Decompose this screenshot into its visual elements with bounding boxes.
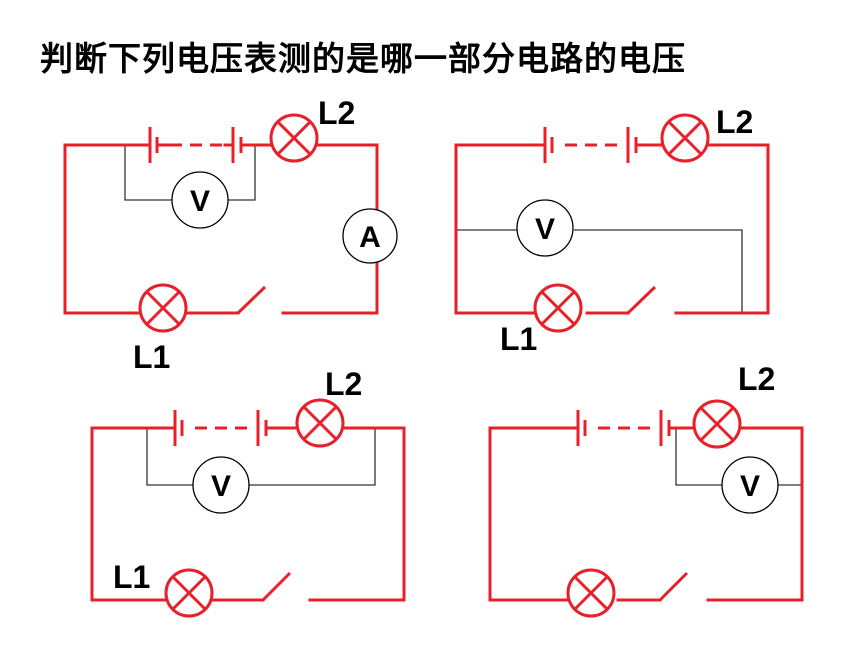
voltmeter: V <box>171 171 229 229</box>
voltmeter-label: V <box>190 185 210 218</box>
voltmeter-label: V <box>211 470 231 503</box>
lamp-l2-label: L2 <box>716 104 753 140</box>
switch <box>626 285 657 315</box>
lamp-l2 <box>660 113 710 163</box>
ammeter-label: A <box>359 221 381 254</box>
lamp-l2-label: L2 <box>325 366 362 402</box>
main-wire <box>488 426 804 602</box>
ammeter: A <box>342 208 398 264</box>
voltmeter-label: V <box>535 213 555 246</box>
main-wire <box>90 426 406 602</box>
lamp-l1-label: L1 <box>133 339 170 375</box>
lamp-l2 <box>692 399 742 449</box>
lamp-l2 <box>295 398 345 448</box>
battery <box>173 410 268 446</box>
switch <box>658 571 689 602</box>
voltmeter: V <box>721 456 779 514</box>
voltmeter-wire <box>124 145 256 201</box>
voltmeter-wire <box>456 229 743 313</box>
switch <box>261 571 292 602</box>
battery <box>576 410 671 446</box>
voltmeter: V <box>516 199 574 257</box>
voltmeter-label: V <box>740 470 760 503</box>
lamp-l1 <box>164 568 214 618</box>
lamp-l1-label: L1 <box>500 321 537 357</box>
battery <box>543 127 638 163</box>
lamp-bottom <box>566 568 616 618</box>
lamp-l1 <box>533 283 583 333</box>
voltmeter-wire <box>146 428 376 486</box>
voltmeter: V <box>192 456 250 514</box>
circuit-1: V A L2 L1 <box>63 95 398 375</box>
main-wire <box>454 143 770 315</box>
page-title: 判断下列电压表测的是哪一部分电路的电压 <box>40 39 686 78</box>
lamp-l1 <box>138 283 188 333</box>
main-wire <box>63 143 379 315</box>
circuit-2: V L2 L1 <box>454 104 770 357</box>
battery <box>148 127 243 163</box>
switch <box>236 285 267 315</box>
circuit-4: V L2 <box>488 361 804 618</box>
lamp-l2-label: L2 <box>738 361 775 397</box>
lamp-l2 <box>269 113 319 163</box>
lamp-l2-label: L2 <box>318 95 355 131</box>
lamp-l1-label: L1 <box>113 559 150 595</box>
circuit-3: V L2 L1 <box>90 366 406 618</box>
